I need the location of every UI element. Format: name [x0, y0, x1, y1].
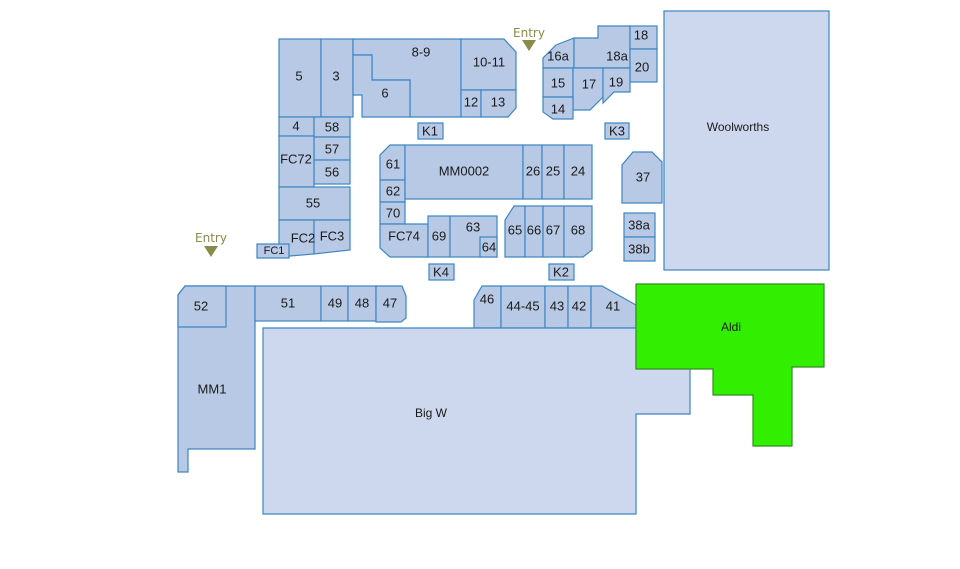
shop-FC1[interactable]: [256, 243, 290, 259]
entry-arrow-top-icon: [522, 40, 536, 51]
label-58: 58: [325, 120, 339, 135]
kiosk-K4[interactable]: [428, 263, 455, 281]
entry-label-left: Entry: [195, 231, 227, 245]
label-K4: K4: [433, 265, 449, 280]
label-43: 43: [550, 299, 564, 314]
shop-55[interactable]: [278, 186, 351, 221]
label-44-45: 44-45: [506, 299, 539, 314]
shop-19[interactable]: [602, 67, 631, 105]
label-56: 56: [325, 165, 339, 180]
label-51: 51: [281, 296, 295, 311]
shop-38b[interactable]: [623, 236, 656, 262]
shop-64[interactable]: [479, 236, 498, 258]
label-67: 67: [546, 223, 560, 238]
shop-47[interactable]: [375, 285, 407, 323]
label-41: 41: [606, 299, 620, 314]
label-aldi: Aldi: [721, 320, 741, 334]
label-19: 19: [609, 75, 623, 90]
label-big-w: Big W: [415, 406, 448, 420]
label-FC72: FC72: [280, 152, 312, 167]
label-FC74: FC74: [388, 229, 420, 244]
shop-5[interactable]: [278, 38, 322, 118]
shop-65[interactable]: [504, 205, 526, 258]
label-70: 70: [386, 206, 400, 221]
label-66: 66: [527, 223, 541, 238]
label-63: 63: [466, 220, 480, 235]
label-62: 62: [386, 184, 400, 199]
label-37: 37: [636, 170, 650, 185]
label-K1: K1: [422, 124, 438, 139]
shop-FC3[interactable]: [313, 219, 351, 255]
label-4: 4: [292, 119, 299, 134]
label-38a: 38a: [628, 218, 650, 233]
label-woolworths: Woolworths: [707, 120, 769, 134]
label-FC2: FC2: [291, 231, 316, 246]
label-24: 24: [571, 164, 585, 179]
label-65: 65: [508, 223, 522, 238]
label-17: 17: [582, 77, 596, 92]
label-MM0002: MM0002: [439, 164, 490, 179]
label-6: 6: [381, 86, 388, 101]
label-57: 57: [325, 142, 339, 157]
entry-label-top: Entry: [513, 26, 545, 40]
shop-6[interactable]: [352, 54, 411, 118]
label-FC1: FC1: [264, 245, 285, 257]
label-20: 20: [635, 60, 649, 75]
shop-56[interactable]: [313, 159, 351, 185]
shop-3[interactable]: [320, 38, 354, 118]
shop-37[interactable]: [621, 151, 663, 204]
shop-FC74[interactable]: [379, 223, 429, 258]
label-68: 68: [571, 223, 585, 238]
label-12: 12: [464, 95, 478, 110]
kiosk-K2[interactable]: [548, 263, 575, 281]
label-18a: 18a: [606, 49, 628, 64]
shop-68[interactable]: [563, 205, 593, 258]
shop-51[interactable]: [254, 285, 322, 322]
label-16a: 16a: [547, 49, 569, 64]
label-26: 26: [526, 164, 540, 179]
shop-49[interactable]: [320, 285, 349, 322]
label-55: 55: [306, 196, 320, 211]
label-14: 14: [551, 102, 565, 117]
label-64: 64: [482, 240, 496, 255]
woolworths-store[interactable]: [663, 10, 830, 271]
label-46: 46: [480, 292, 494, 307]
label-MM1: MM1: [198, 382, 227, 397]
label-69: 69: [432, 229, 446, 244]
label-5: 5: [295, 69, 302, 84]
shop-24[interactable]: [563, 144, 593, 200]
label-8-9: 8-9: [412, 45, 431, 60]
label-FC3: FC3: [320, 229, 345, 244]
label-18: 18: [634, 28, 648, 43]
label-10-11: 10-11: [473, 55, 505, 70]
label-42: 42: [572, 299, 586, 314]
label-K3: K3: [609, 124, 625, 139]
label-61: 61: [386, 157, 400, 172]
label-49: 49: [328, 296, 342, 311]
label-3: 3: [332, 69, 339, 84]
label-15: 15: [551, 76, 565, 91]
shop-MM0002[interactable]: [404, 144, 524, 200]
label-52: 52: [194, 299, 208, 314]
label-13: 13: [491, 95, 505, 110]
entry-arrow-left-icon: [204, 246, 218, 257]
big-w-store[interactable]: [262, 327, 691, 515]
shop-52[interactable]: [177, 285, 227, 328]
kiosk-K1[interactable]: [417, 122, 444, 140]
shop-14[interactable]: [542, 96, 574, 120]
shop-10-11[interactable]: [460, 38, 517, 91]
aldi-store[interactable]: [635, 283, 825, 447]
label-K2: K2: [553, 265, 569, 280]
shop-13[interactable]: [480, 89, 517, 118]
shop-20[interactable]: [629, 48, 658, 83]
label-38b: 38b: [628, 242, 650, 257]
kiosk-K3[interactable]: [604, 122, 630, 140]
label-48: 48: [355, 296, 369, 311]
label-25: 25: [546, 164, 560, 179]
label-47: 47: [383, 296, 397, 311]
